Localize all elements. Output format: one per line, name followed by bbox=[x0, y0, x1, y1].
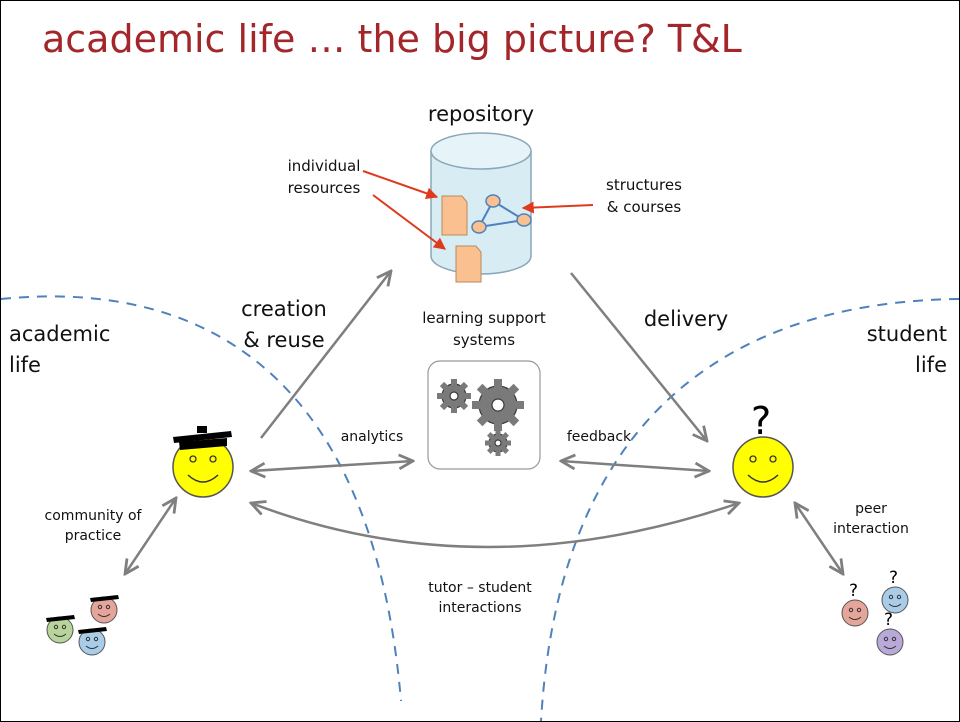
red-arrow bbox=[521, 201, 594, 214]
creation-reuse-label: creation & reuse bbox=[229, 294, 339, 356]
structures-courses-label: structures & courses bbox=[589, 174, 699, 218]
question-mark-icon: ? bbox=[889, 568, 899, 588]
feedback-label: feedback bbox=[566, 429, 632, 445]
smiley-student-icon bbox=[732, 436, 794, 498]
small-student-faces bbox=[841, 586, 909, 656]
question-mark-icon: ? bbox=[884, 610, 894, 630]
label-line: practice bbox=[64, 528, 122, 544]
question-mark-icon: ? bbox=[751, 399, 772, 443]
red-arrow bbox=[362, 170, 439, 200]
tutor-student-label: tutor – student interactions bbox=[405, 578, 555, 618]
individual-resources-label: individual resources bbox=[269, 155, 379, 199]
label-line: structures bbox=[606, 176, 682, 194]
label-line: life bbox=[9, 353, 41, 377]
student-life-boundary bbox=[540, 298, 959, 721]
label-line: systems bbox=[452, 331, 516, 349]
structure-graph-icon bbox=[471, 194, 532, 234]
resource-document-icon bbox=[441, 195, 468, 236]
creation-arrow bbox=[260, 271, 391, 439]
red-arrow bbox=[372, 194, 446, 250]
label-line: peer bbox=[855, 501, 887, 517]
label-line: community of bbox=[44, 508, 142, 524]
repository-cylinder bbox=[430, 132, 532, 275]
analytics-label: analytics bbox=[340, 429, 404, 445]
label-line: learning support bbox=[422, 309, 546, 327]
small-academic-faces bbox=[46, 595, 119, 656]
peer-arrow bbox=[795, 503, 843, 574]
label-line: academic bbox=[9, 322, 111, 346]
peer-interaction-label: peer interaction bbox=[821, 499, 921, 539]
delivery-arrow bbox=[570, 272, 707, 441]
feedback-arrow bbox=[561, 461, 709, 471]
label-line: interaction bbox=[833, 521, 909, 537]
label-line: & courses bbox=[606, 198, 682, 216]
label-line: creation bbox=[241, 297, 327, 321]
label-line: resources bbox=[287, 179, 361, 197]
resource-document-icon bbox=[455, 245, 482, 283]
label-line: individual bbox=[287, 157, 361, 175]
question-mark-icon: ? bbox=[849, 581, 859, 601]
analytics-arrow bbox=[251, 461, 413, 471]
student-life-label: student life bbox=[867, 319, 947, 381]
community-arrow bbox=[125, 498, 176, 574]
label-line: & reuse bbox=[243, 328, 325, 352]
label-line: tutor – student bbox=[428, 580, 532, 596]
repository-label: repository bbox=[427, 102, 535, 126]
label-line: student bbox=[866, 322, 947, 346]
tutor-student-arrow bbox=[251, 503, 739, 549]
academic-life-label: academic life bbox=[9, 319, 110, 381]
community-of-practice-label: community of practice bbox=[23, 506, 163, 546]
smiley-academic-icon bbox=[172, 426, 234, 498]
page-title: academic life … the big picture? T&L bbox=[42, 17, 742, 61]
learning-support-label: learning support systems bbox=[401, 307, 567, 351]
delivery-label: delivery bbox=[643, 307, 729, 331]
gears-icon bbox=[437, 379, 524, 456]
mortarboard-icon bbox=[173, 426, 232, 450]
academic-life-boundary bbox=[1, 295, 402, 702]
label-line: life bbox=[915, 353, 947, 377]
label-line: interactions bbox=[438, 600, 522, 616]
